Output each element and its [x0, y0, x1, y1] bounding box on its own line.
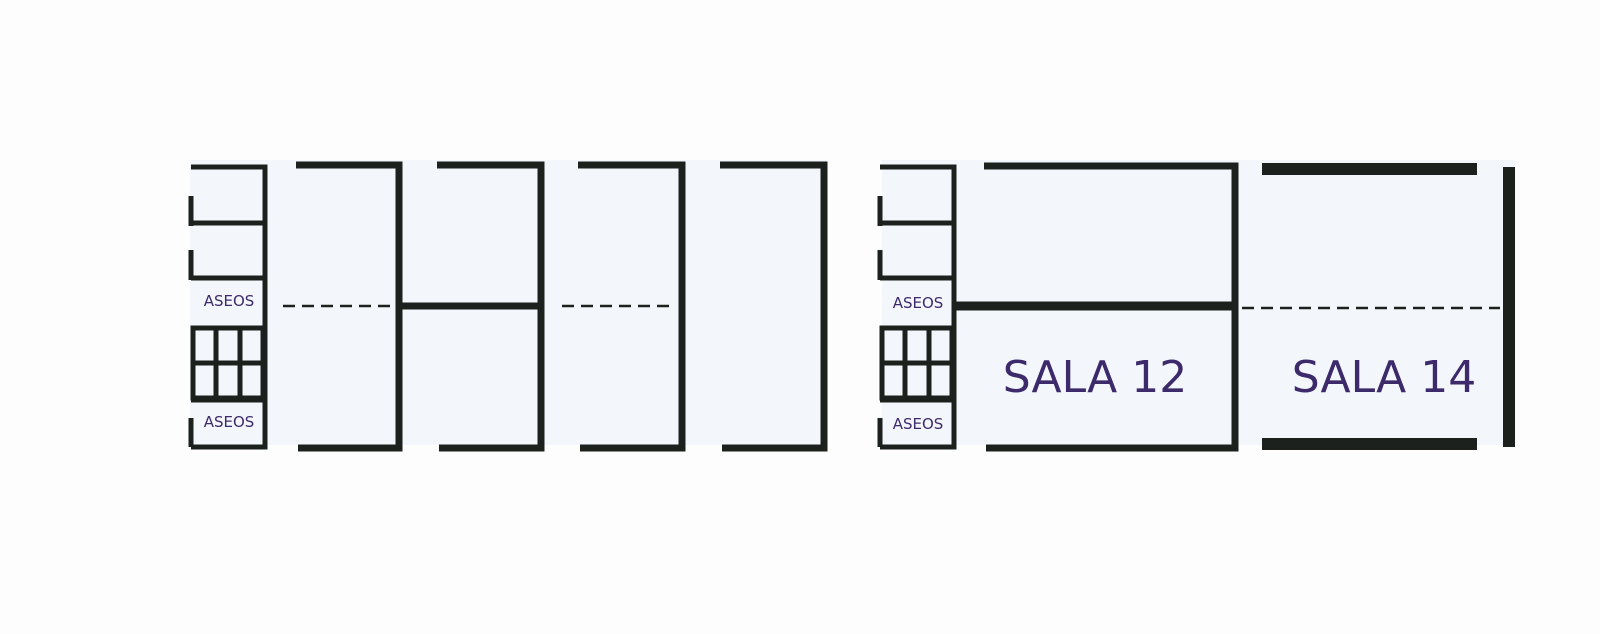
right-building-block: ASEOS ASEOS SALA 12 SALA 14 — [877, 160, 1516, 452]
left-aseos-lower-label: ASEOS — [204, 413, 255, 431]
left-service-core: ASEOS ASEOS — [188, 164, 268, 450]
left-building-block: ASEOS ASEOS — [188, 160, 828, 452]
right-aseos-upper-label: ASEOS — [893, 294, 944, 312]
sala-12-label: SALA 12 — [1003, 352, 1187, 403]
right-stairs — [879, 325, 955, 401]
sala-14-label: SALA 14 — [1292, 352, 1476, 403]
right-service-core: ASEOS ASEOS — [877, 164, 957, 450]
left-core-outline — [191, 164, 268, 450]
left-room-3-walls — [578, 161, 686, 452]
left-rooms — [283, 161, 828, 452]
left-stairs — [190, 325, 266, 401]
left-room-4-walls — [720, 161, 828, 452]
right-rooms: SALA 12 SALA 14 — [956, 162, 1515, 452]
right-aseos-lower-label: ASEOS — [893, 415, 944, 433]
right-core-outline — [880, 164, 957, 450]
left-aseos-upper-label: ASEOS — [204, 292, 255, 310]
